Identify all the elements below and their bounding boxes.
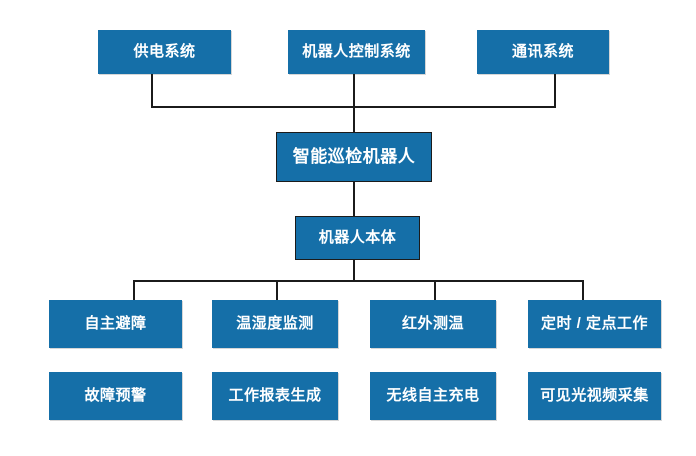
node-communication-system[interactable]: 通讯系统: [477, 30, 609, 74]
connector-functions-bus: [133, 280, 584, 282]
node-power-supply-system[interactable]: 供电系统: [98, 30, 231, 74]
node-label: 智能巡检机器人: [292, 147, 416, 167]
node-infrared-temperature-measurement[interactable]: 红外测温: [370, 300, 496, 348]
node-label: 无线自主充电: [386, 387, 480, 405]
node-robot-control-system[interactable]: 机器人控制系统: [288, 30, 425, 74]
node-robot-body[interactable]: 机器人本体: [295, 216, 420, 260]
node-autonomous-obstacle-avoidance[interactable]: 自主避障: [49, 300, 182, 348]
node-label: 温湿度监测: [236, 315, 314, 333]
connector-power-supply-drop: [151, 74, 153, 108]
node-fault-warning[interactable]: 故障预警: [49, 372, 182, 420]
connector-communication-drop: [554, 74, 556, 108]
node-label: 通讯系统: [511, 43, 574, 61]
node-temperature-humidity-monitoring[interactable]: 温湿度监测: [212, 300, 338, 348]
connector-root-riser: [353, 74, 355, 132]
connector-branch-col3: [434, 280, 436, 300]
node-visible-light-video-capture[interactable]: 可见光视频采集: [528, 372, 661, 420]
node-label: 机器人控制系统: [302, 43, 411, 61]
connector-branch-col4: [582, 280, 584, 300]
connector-branch-col1: [133, 280, 135, 300]
connector-body-drop: [353, 260, 355, 282]
node-wireless-autonomous-charging[interactable]: 无线自主充电: [370, 372, 496, 420]
node-label: 红外测温: [401, 315, 464, 333]
node-timed-fixed-point-work[interactable]: 定时 / 定点工作: [528, 300, 661, 348]
node-label: 机器人本体: [318, 229, 397, 247]
node-label: 定时 / 定点工作: [540, 315, 648, 333]
node-label: 供电系统: [133, 43, 196, 61]
node-label: 可见光视频采集: [540, 387, 649, 405]
node-label: 工作报表生成: [228, 387, 322, 405]
node-label: 自主避障: [84, 315, 147, 333]
node-work-report-generation[interactable]: 工作报表生成: [212, 372, 338, 420]
connector-root-to-body: [353, 182, 355, 216]
connector-branch-col2: [276, 280, 278, 300]
node-intelligent-inspection-robot[interactable]: 智能巡检机器人: [276, 132, 432, 182]
node-label: 故障预警: [84, 387, 147, 405]
